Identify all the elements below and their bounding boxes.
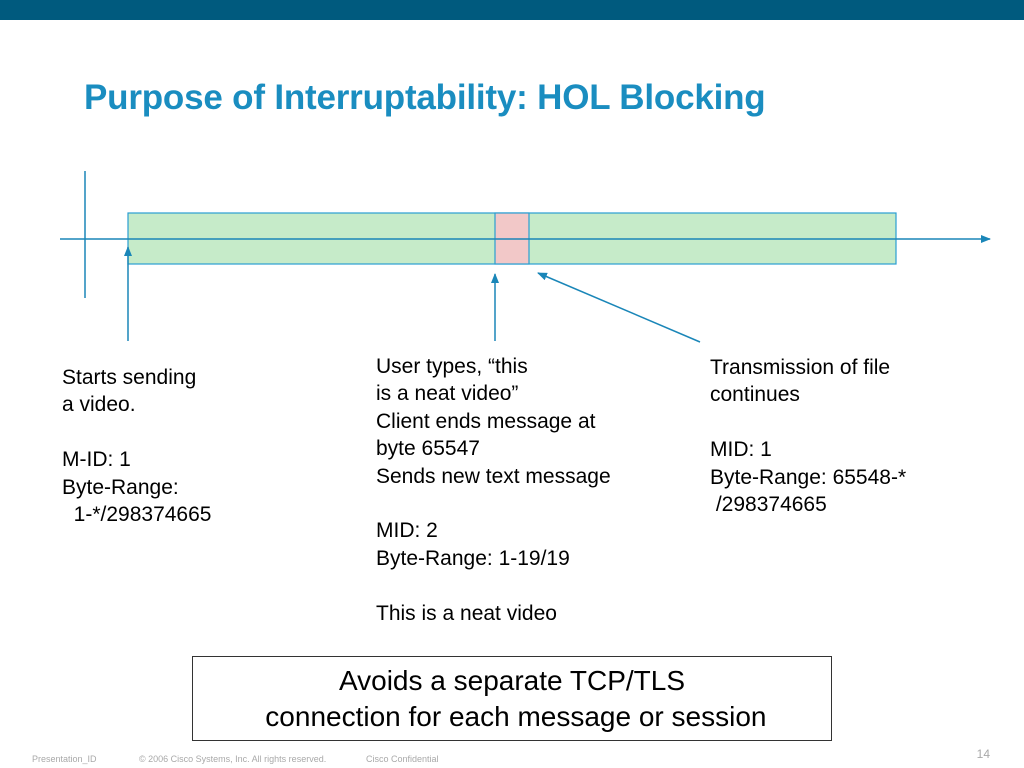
annotation-start: Starts sending a video. M-ID: 1 Byte-Ran… [62,366,212,527]
slide-title: Purpose of Interruptability: HOL Blockin… [84,78,766,117]
resume-pointer-arrow [537,272,701,343]
footer-copyright: © 2006 Cisco Systems, Inc. All rights re… [139,754,327,764]
footer-confidential: Cisco Confidential [366,754,439,764]
page-number: 14 [976,747,990,761]
footer-presentation-id: Presentation_ID [32,754,97,764]
top-banner [0,0,1024,20]
annotation-resume: Transmission of file continues MID: 1 By… [710,356,907,517]
summary-callout-box: Avoids a separate TCP/TLS connection for… [192,656,832,741]
annotation-interrupt: User types, “this is a neat video” Clien… [376,355,611,625]
